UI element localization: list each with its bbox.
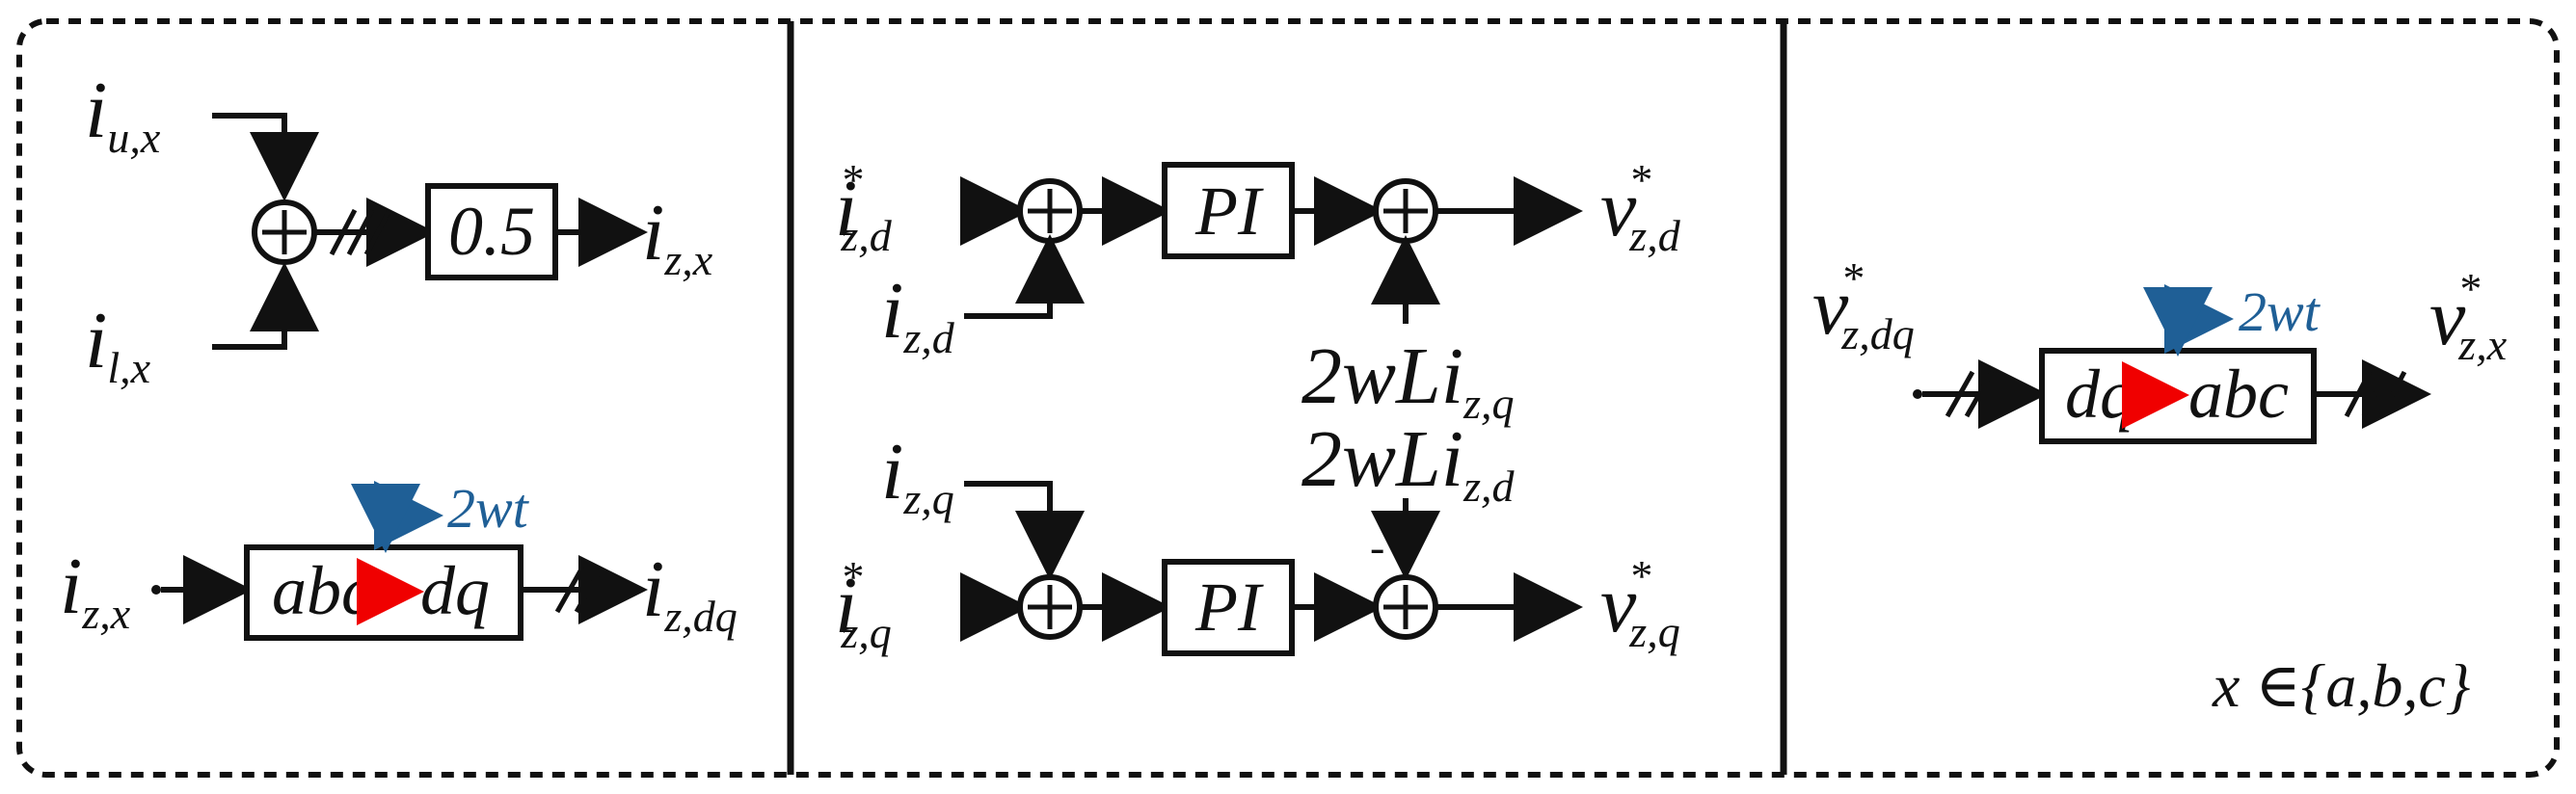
panel-current-sum: iu,x il,x 0.5 iz,x iz,x abc dq 2wt xyxy=(60,66,738,641)
dq-source-label: dq xyxy=(2065,356,2134,433)
angle-label: 2wt xyxy=(2239,280,2321,343)
iz-input-dot xyxy=(151,585,161,595)
curved-arrow-icon xyxy=(374,481,443,550)
bottom-pi-label: PI xyxy=(1194,569,1264,646)
vzd-reference-label: v*z,d xyxy=(1600,155,1681,260)
iz-output-label: iz,x xyxy=(642,188,713,284)
outer-dashed-frame xyxy=(16,18,2560,778)
abc-label: abc xyxy=(272,552,372,629)
izq-feedback-label: iz,q xyxy=(881,427,954,523)
bottom-left-summing-junction xyxy=(1017,574,1083,640)
izq-reference-label: i*z,q xyxy=(835,552,892,657)
bottom-pi-controller xyxy=(1162,559,1295,656)
il-to-sum-wire xyxy=(212,262,319,350)
two-phase-slash-input-icon xyxy=(1945,370,1995,418)
gain-block xyxy=(425,183,558,280)
top-right-summing-junction xyxy=(1373,178,1438,244)
curved-arrow-icon xyxy=(2164,284,2234,354)
iu-label: iu,x xyxy=(85,66,161,162)
top-pi-controller xyxy=(1162,162,1295,259)
vzdq-input-dot xyxy=(1913,389,1922,399)
vzx-reference-label: v*z,x xyxy=(2429,264,2508,369)
iu-to-sum-wire xyxy=(212,113,319,201)
gain-value: 0.5 xyxy=(448,193,535,270)
izd-feedback-label: iz,d xyxy=(881,266,955,362)
izdq-output-label: iz,dq xyxy=(642,544,738,641)
iz-input-label: iz,x xyxy=(60,542,131,638)
izd-reference-label: i*z,d xyxy=(835,155,893,260)
cross-coupling-d-label: 2wLiz,q xyxy=(1301,331,1515,428)
phase-set-condition: x ∈{a,b,c} xyxy=(2212,651,2471,720)
minus-sign: - xyxy=(1370,522,1384,571)
vzq-reference-label: v*z,q xyxy=(1600,551,1680,656)
dq-label: dq xyxy=(420,552,490,629)
panel-inverse-transform: v*z,dq dq abc 2wt v*z,x x ∈{a,b,c} xyxy=(1812,253,2508,720)
bottom-right-summing-junction xyxy=(1373,574,1438,640)
three-phase-slash-output-icon xyxy=(2344,370,2407,418)
three-phase-slash-icon xyxy=(329,208,392,256)
panel-dq-control: i*z,d iz,d PI v*z,d 2wLiz,q 2wLiz,d - iz… xyxy=(835,155,1681,657)
izq-feedback-wire xyxy=(964,481,1085,580)
il-label: il,x xyxy=(85,296,151,392)
top-pi-label: PI xyxy=(1194,172,1264,250)
vzdq-reference-label: v*z,dq xyxy=(1812,253,1915,358)
upper-summing-junction xyxy=(252,199,317,265)
two-phase-slash-icon xyxy=(554,566,604,614)
top-left-summing-junction xyxy=(1017,178,1083,244)
izd-feedback-wire xyxy=(964,234,1085,319)
abc-target-label: abc xyxy=(2188,356,2289,433)
angle-label: 2wt xyxy=(447,477,530,540)
cross-coupling-q-label: 2wLiz,d xyxy=(1301,414,1515,511)
